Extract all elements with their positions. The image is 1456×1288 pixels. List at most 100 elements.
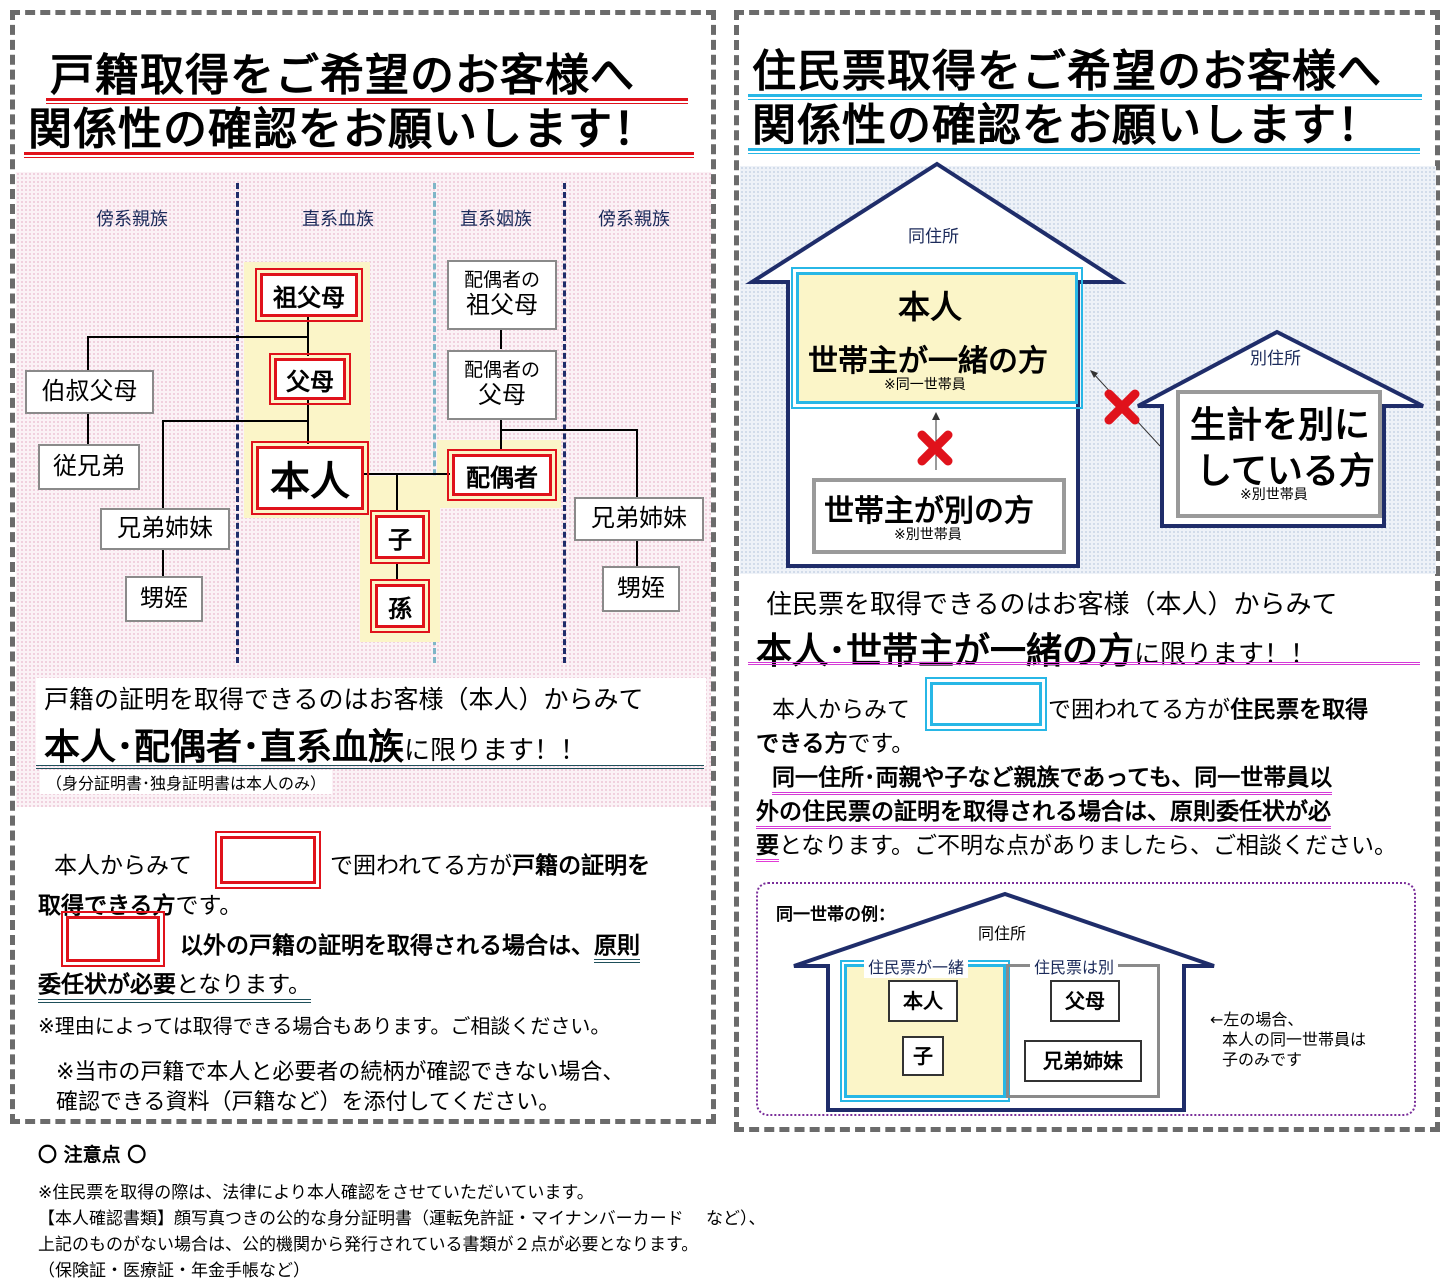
juminhyo-exp-3: 同一住所･両親や子など親族であっても、同一世帯員以 xyxy=(772,758,1333,795)
koseki-statement-bg xyxy=(36,678,706,766)
same-household-box xyxy=(791,267,1083,409)
different-head-note: ※別世帯員 xyxy=(894,527,962,543)
same-address-label: 同住所 xyxy=(908,227,959,247)
spouse-of-label: 配偶者の xyxy=(463,269,540,292)
example-title: 同一世帯の例： xyxy=(776,905,895,925)
statement-underline xyxy=(748,662,1420,665)
box-nephew-left: 甥姪 xyxy=(125,576,203,622)
notes-heading: 〇 注意点 〇 xyxy=(38,1144,147,1166)
example-note-1: ←左の場合、 xyxy=(1210,1010,1304,1029)
separate-livelihood-note: ※別世帯員 xyxy=(1240,487,1308,503)
column-label: 傍系親族 xyxy=(96,209,168,230)
different-head-label: 世帯主が別の方 xyxy=(824,494,1034,529)
juminhyo-title-1: 住民票取得をご希望のお客様へ xyxy=(752,46,1382,97)
example-diff-label: 住民票は別 xyxy=(1030,954,1119,978)
koseki-statement-1: 戸籍の証明を取得できるのはお客様（本人）からみて xyxy=(44,685,644,714)
koseki-panel xyxy=(10,10,716,1124)
connector xyxy=(87,412,89,444)
koseki-exp-2: 取得できる方です。 xyxy=(38,893,243,919)
example-same-address: 同住所 xyxy=(978,924,1027,943)
juminhyo-title-2: 関係性の確認をお願いします！ xyxy=(752,100,1382,151)
box-grandparents: 祖父母 xyxy=(255,268,363,322)
juminhyo-exp-1a: 本人からみて xyxy=(772,697,910,723)
koseki-statement-2: 本人･配偶者･直系血族に限ります！！ xyxy=(44,718,586,770)
example-parents: 父母 xyxy=(1050,980,1120,1022)
koseki-note-2: ※当市の戸籍で本人と必要者の続柄が確認できない場合、 xyxy=(56,1060,625,1085)
box-grandchild: 孫 xyxy=(370,579,430,633)
koseki-note-3: 確認できる資料（戸籍など）を添付してください。 xyxy=(56,1090,561,1115)
box-parents: 父母 xyxy=(269,353,351,405)
same-household-self: 本人 xyxy=(898,288,963,326)
koseki-eligible: 本人･配偶者･直系血族 xyxy=(44,727,405,768)
connector xyxy=(87,336,309,338)
connector xyxy=(500,417,502,451)
box-child: 子 xyxy=(370,510,430,564)
different-head-box xyxy=(812,478,1066,554)
box-spouse-parents: 配偶者の 父母 xyxy=(447,350,557,420)
example-note-2: 本人の同一世帯員は xyxy=(1222,1030,1367,1049)
box-spouse-grandparents: 配偶者の 祖父母 xyxy=(447,260,557,330)
connector xyxy=(162,548,164,576)
connector xyxy=(162,420,164,508)
box-siblings-right: 兄弟姉妹 xyxy=(574,497,704,541)
koseki-exp-1a: 本人からみて xyxy=(54,853,192,879)
juminhyo-exp-2: できる方です。 xyxy=(756,731,915,757)
household-example-box xyxy=(756,882,1416,1116)
red-frame-sample xyxy=(61,911,165,967)
column-label: 傍系親族 xyxy=(598,209,670,230)
red-frame-sample xyxy=(215,831,321,889)
connector xyxy=(500,429,638,431)
column-divider xyxy=(433,183,436,663)
connector xyxy=(364,473,450,475)
column-divider xyxy=(563,183,566,663)
koseki-exp-4: 委任状が必要となります。 xyxy=(38,965,312,1003)
spouse-grandparents-label: 祖父母 xyxy=(466,291,538,320)
separate-livelihood-box xyxy=(1176,390,1382,518)
box-siblings-left: 兄弟姉妹 xyxy=(100,508,230,550)
juminhyo-eligible: 本人･世帯主が一緒の方 xyxy=(756,631,1135,672)
example-siblings: 兄弟姉妹 xyxy=(1024,1040,1142,1082)
connector xyxy=(500,327,502,349)
juminhyo-exp-1b: で囲われてる方が住民票を取得 xyxy=(1048,697,1369,723)
notes-line-3: 上記のものがない場合は、公的機関から発行されている書類が２点が必要となります。 xyxy=(38,1235,699,1255)
connector xyxy=(162,420,309,422)
connector xyxy=(307,400,309,444)
koseki-statement-note: （身分証明書･独身証明書は本人のみ） xyxy=(40,770,333,794)
title-underline xyxy=(748,148,1420,154)
example-note-3: 子のみです xyxy=(1222,1050,1303,1069)
juminhyo-exp-5: 要となります。ご不明な点がありましたら、ご相談ください。 xyxy=(756,826,1397,862)
separate-livelihood-2: している方 xyxy=(1196,451,1375,492)
notes-line-4: （保険証・医療証・年金手帳など） xyxy=(38,1261,310,1281)
example-child: 子 xyxy=(902,1036,944,1076)
juminhyo-exp-4: 外の住民票の証明を取得される場合は、原則委任状が必 xyxy=(756,792,1331,829)
notes-line-1: ※住民票を取得の際は、法律により本人確認をさせていただいています。 xyxy=(38,1183,594,1203)
connector xyxy=(87,336,89,370)
spouse-parents-label: 父母 xyxy=(478,381,526,410)
koseki-limit: に限ります！！ xyxy=(404,736,587,766)
koseki-title-2: 関係性の確認をお願いします！ xyxy=(28,104,658,155)
koseki-title-1: 戸籍取得をご希望のお客様へ xyxy=(50,50,635,101)
cyan-frame-sample xyxy=(925,677,1047,731)
box-nephew-right: 甥姪 xyxy=(602,566,680,612)
title-underline xyxy=(46,98,688,104)
column-divider xyxy=(236,183,239,663)
title-underline xyxy=(24,152,694,158)
spouse-of-label: 配偶者の xyxy=(463,359,540,382)
box-uncle-aunt: 伯叔父母 xyxy=(25,370,154,414)
example-self: 本人 xyxy=(888,980,958,1022)
notes-line-2: 【本人確認書類】顔写真つきの公的な身分証明書（運転免許証・マイナンバーカード な… xyxy=(38,1209,766,1229)
same-household-note: ※同一世帯員 xyxy=(884,377,966,393)
cross-mark xyxy=(917,389,1140,466)
connector xyxy=(636,538,638,566)
koseki-exp-3: 以外の戸籍の証明を取得される場合は、原則 xyxy=(180,926,640,963)
box-self: 本人 xyxy=(251,441,369,515)
example-same-label: 住民票が一緒 xyxy=(864,954,969,978)
column-label: 直系姻族 xyxy=(460,209,532,230)
box-spouse: 配偶者 xyxy=(447,449,557,501)
same-household-head: 世帯主が一緒の方 xyxy=(808,344,1048,379)
statement-underline xyxy=(36,765,704,769)
title-underline xyxy=(748,94,1422,100)
juminhyo-statement-1: 住民票を取得できるのはお客様（本人）からみて xyxy=(766,590,1338,620)
juminhyo-limit: に限ります！！ xyxy=(1134,640,1317,670)
separate-livelihood-1: 生計を別に xyxy=(1190,405,1371,446)
